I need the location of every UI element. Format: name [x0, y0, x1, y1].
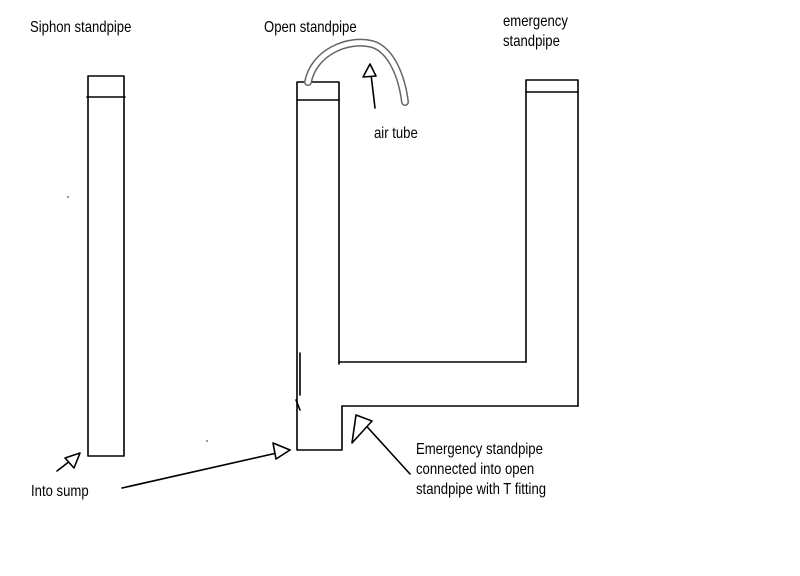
t-fitting-note-line2: connected into open [416, 461, 535, 478]
open-standpipe-outlet-arrow [121, 442, 291, 489]
siphon-standpipe-label: Siphon standpipe [30, 19, 132, 36]
t-fitting-arrow [351, 414, 411, 475]
sketch-dots [67, 196, 208, 442]
into-sump-arrow [56, 452, 81, 472]
air-tube [304, 38, 409, 106]
t-fitting-note-line1: Emergency standpipe [416, 441, 543, 458]
t-fitting-note-line3: standpipe with T fitting [416, 481, 547, 498]
t-fitting-branch [338, 361, 579, 407]
air-tube-arrow [362, 63, 377, 109]
air-tube-label: air tube [374, 125, 418, 142]
t-fitting-note: Emergency standpipe connected into open … [416, 440, 546, 500]
emergency-standpipe-pipe [525, 79, 579, 407]
emergency-standpipe-label-line2: standpipe [503, 33, 560, 50]
siphon-standpipe-pipe [86, 75, 126, 457]
into-sump-label: Into sump [31, 483, 89, 500]
open-standpipe-label: Open standpipe [264, 19, 357, 36]
emergency-standpipe-label-line1: emergency [503, 13, 568, 30]
emergency-standpipe-label: emergency standpipe [503, 12, 568, 52]
open-standpipe-pipe [295, 81, 343, 451]
